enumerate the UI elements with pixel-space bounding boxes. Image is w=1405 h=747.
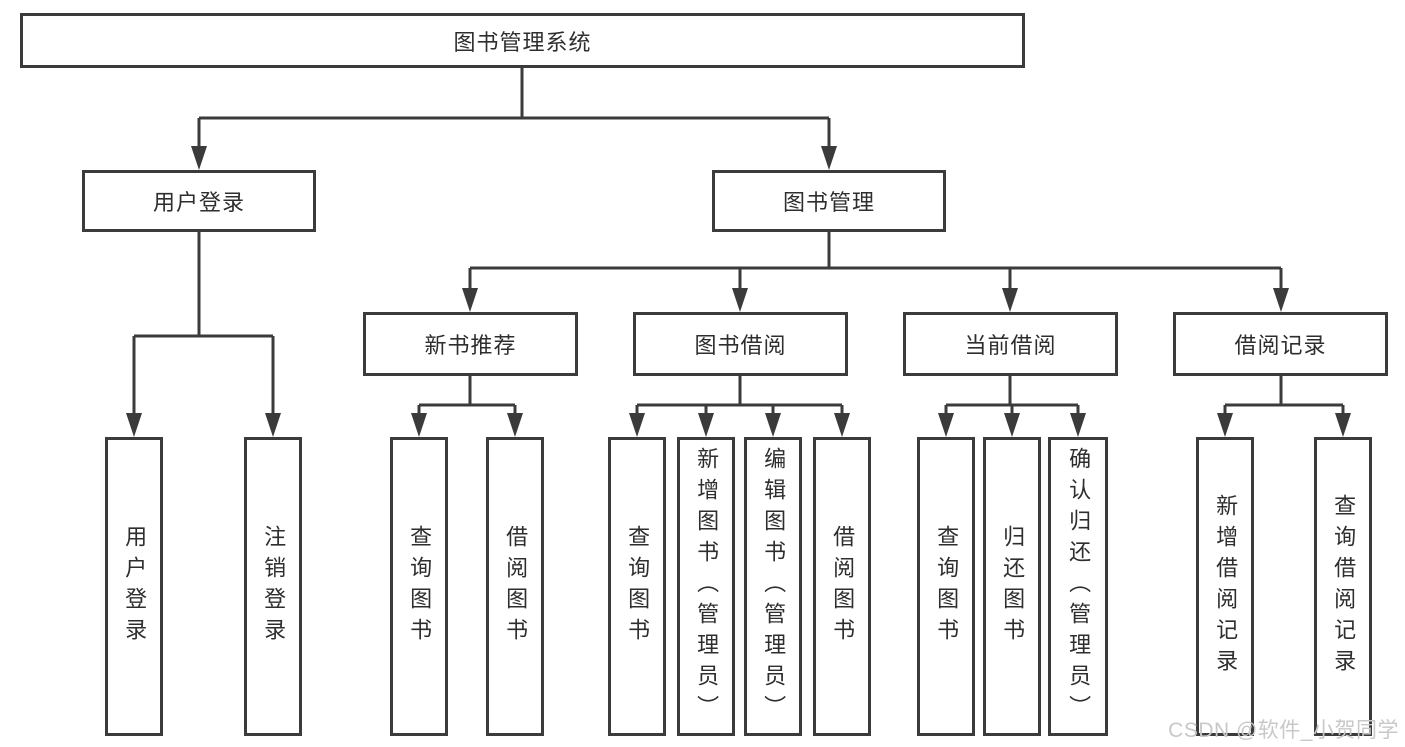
leaf-label: 查询图书 <box>625 524 651 649</box>
leaf-label: 用户登录 <box>122 524 148 649</box>
leaf-query-borrow-record: 查询借阅记录 <box>1314 437 1372 736</box>
node-book-borrowing: 图书借阅 <box>633 312 848 376</box>
leaf-return-books: 归还图书 <box>983 437 1041 736</box>
leaf-borrow-books-1: 借阅图书 <box>486 437 544 736</box>
leaf-label: 查询借阅记录 <box>1331 493 1357 680</box>
leaf-add-books-admin: 新增图书（管理员） <box>677 437 735 736</box>
arrowheads <box>126 146 1351 437</box>
node-label: 新书推荐 <box>424 333 517 358</box>
leaf-logout: 注销登录 <box>244 437 302 736</box>
leaf-label: 新增图书（管理员） <box>694 447 720 726</box>
leaf-edit-books-admin: 编辑图书（管理员） <box>744 437 802 736</box>
node-label: 用户登录 <box>152 190 245 215</box>
leaf-user-login: 用户登录 <box>105 437 163 736</box>
node-label: 当前借阅 <box>964 333 1057 358</box>
leaf-confirm-return-admin: 确认归还（管理员） <box>1048 437 1108 736</box>
node-root-system: 图书管理系统 <box>20 13 1025 68</box>
leaf-query-books-2: 查询图书 <box>608 437 666 736</box>
leaf-label: 查询图书 <box>407 524 433 649</box>
csdn-watermark: CSDN @软件_小贺同学 <box>1168 719 1399 742</box>
node-label: 借阅记录 <box>1234 333 1327 358</box>
leaf-query-books-3: 查询图书 <box>917 437 975 736</box>
node-book-management: 图书管理 <box>712 170 946 232</box>
leaf-label: 编辑图书（管理员） <box>761 447 787 726</box>
node-new-book-recommend: 新书推荐 <box>363 312 578 376</box>
leaf-label: 查询图书 <box>934 524 960 649</box>
leaf-label: 借阅图书 <box>503 524 529 649</box>
node-label: 图书管理 <box>782 190 875 215</box>
node-current-borrowing: 当前借阅 <box>903 312 1118 376</box>
node-borrowing-records: 借阅记录 <box>1173 312 1388 376</box>
leaf-label: 新增借阅记录 <box>1213 493 1239 680</box>
node-label: 图书管理系统 <box>453 29 592 55</box>
leaf-borrow-books-2: 借阅图书 <box>813 437 871 736</box>
leaf-label: 借阅图书 <box>830 524 856 649</box>
leaf-add-borrow-record: 新增借阅记录 <box>1196 437 1254 736</box>
leaf-label: 归还图书 <box>1000 524 1026 649</box>
node-label: 图书借阅 <box>694 333 787 358</box>
leaf-label: 确认归还（管理员） <box>1066 447 1092 726</box>
leaf-label: 注销登录 <box>261 524 287 649</box>
leaf-query-books-1: 查询图书 <box>390 437 448 736</box>
node-user-login: 用户登录 <box>82 170 316 232</box>
